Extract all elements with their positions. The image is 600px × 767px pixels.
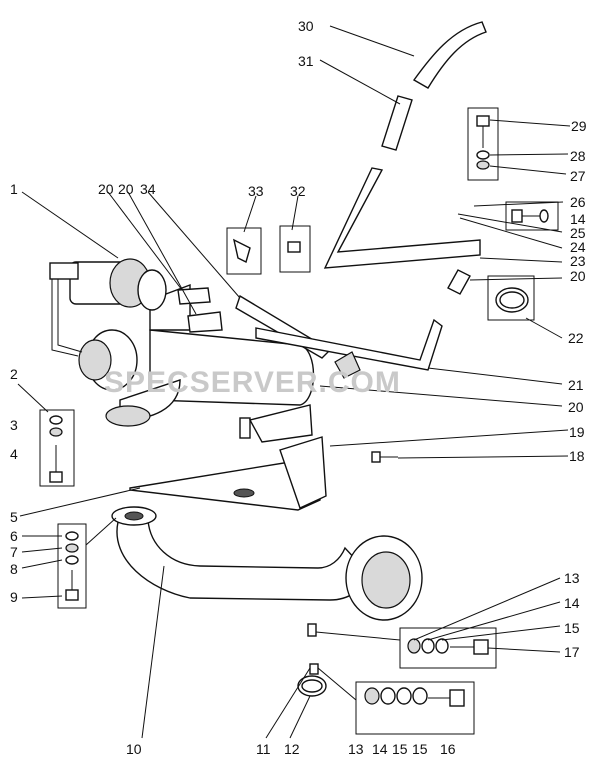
callout-24: 24 <box>570 239 586 255</box>
callout-18: 18 <box>569 448 585 464</box>
watermark-text: SPECSERVER.COM <box>104 366 401 399</box>
exhaust-pipe <box>111 506 423 621</box>
bent-tube <box>323 167 481 269</box>
callout-13: 13 <box>564 570 580 586</box>
callout-20: 20 <box>568 399 584 415</box>
callout-15: 15 <box>564 620 580 636</box>
callout-23: 23 <box>570 253 586 269</box>
callout-32: 32 <box>290 183 306 199</box>
callout-34: 34 <box>140 181 156 197</box>
callout-1: 1 <box>10 181 18 197</box>
callout-11: 11 <box>256 741 271 757</box>
leader-lines <box>17 25 571 739</box>
callout-33: 33 <box>248 183 264 199</box>
callout-29: 29 <box>571 118 587 134</box>
callout-8: 8 <box>10 561 18 577</box>
callout-labels: 1 20 20 34 33 32 30 31 29 28 27 26 14 25… <box>10 18 587 757</box>
callout-16: 16 <box>440 741 456 757</box>
callout-22: 22 <box>568 330 584 346</box>
callout-15: 15 <box>412 741 428 757</box>
callout-7: 7 <box>10 544 18 560</box>
callout-26: 26 <box>570 194 586 210</box>
callout-15: 15 <box>392 741 408 757</box>
callout-10: 10 <box>126 741 142 757</box>
detail-box-2-4 <box>39 409 75 487</box>
heater-body <box>105 283 315 443</box>
callout-20: 20 <box>570 268 586 284</box>
pipe-nozzles <box>177 287 223 333</box>
callout-9: 9 <box>10 589 18 605</box>
detail-box-27-29 <box>467 107 499 181</box>
callout-14: 14 <box>570 211 586 227</box>
callout-28: 28 <box>570 148 586 164</box>
detail-box-22 <box>487 275 535 321</box>
callout-31: 31 <box>298 53 314 69</box>
callout-2: 2 <box>10 366 18 382</box>
detail-box-33 <box>226 227 262 275</box>
callout-25: 25 <box>570 225 586 241</box>
callout-20: 20 <box>98 181 114 197</box>
hose-clamp-12 <box>297 663 327 697</box>
callout-14: 14 <box>564 595 580 611</box>
fuel-pipe <box>235 294 443 379</box>
callout-12: 12 <box>284 741 300 757</box>
callout-30: 30 <box>298 18 314 34</box>
detail-box-14-25 <box>505 201 559 231</box>
callout-4: 4 <box>10 446 18 462</box>
mounting-bracket <box>129 436 327 511</box>
detail-box-13-16 <box>355 681 475 735</box>
callout-3: 3 <box>10 417 18 433</box>
plate-11 <box>307 623 317 637</box>
detail-box-6-9 <box>57 523 87 609</box>
callout-17: 17 <box>564 644 580 660</box>
callout-5: 5 <box>10 509 18 525</box>
callout-13: 13 <box>348 741 364 757</box>
detail-box-18 <box>371 451 398 463</box>
callout-21: 21 <box>568 377 584 393</box>
callout-20: 20 <box>118 181 134 197</box>
hose-and-clamp <box>447 269 529 313</box>
callout-6: 6 <box>10 528 18 544</box>
callout-19: 19 <box>569 424 585 440</box>
callout-14: 14 <box>372 741 388 757</box>
detail-box-32 <box>279 225 311 273</box>
tube-upper <box>381 21 487 151</box>
callout-27: 27 <box>570 168 586 184</box>
blower-assembly <box>49 258 167 391</box>
